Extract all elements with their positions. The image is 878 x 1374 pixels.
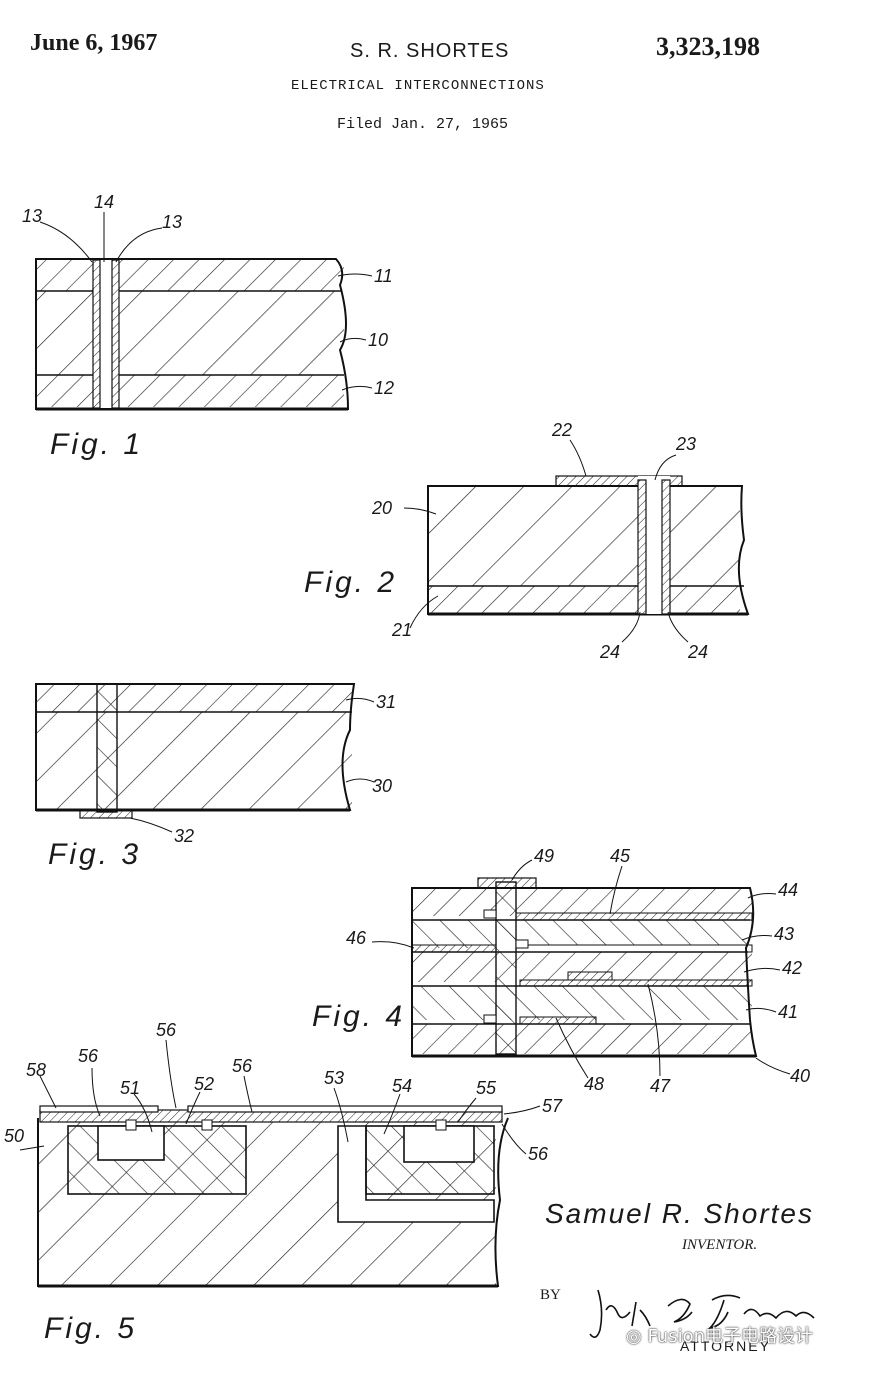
by-label: BY	[540, 1287, 561, 1303]
figure-5-drawing	[19, 1039, 541, 1288]
ref-label-46: 46	[346, 928, 367, 948]
ref-label-48: 48	[584, 1074, 605, 1094]
ref-label-40: 40	[790, 1066, 811, 1086]
filed-date: Filed Jan. 27, 1965	[337, 116, 509, 133]
ref-label-50: 50	[4, 1126, 25, 1146]
ref-label-14: 14	[94, 192, 115, 212]
ref-label-23: 23	[676, 434, 697, 454]
ref-label-56b: 56	[78, 1046, 99, 1066]
ref-label-56d: 56	[528, 1144, 549, 1164]
ref-label-42: 42	[782, 958, 803, 978]
ref-label-41: 41	[778, 1002, 799, 1022]
inventor-label: INVENTOR.	[682, 1237, 758, 1253]
figure-3-label: Fig. 3	[48, 838, 142, 871]
ref-label-24b: 24	[688, 642, 709, 662]
ref-label-10: 10	[368, 330, 389, 350]
ref-label-57: 57	[542, 1096, 563, 1116]
ref-label-49: 49	[534, 846, 555, 866]
figure-2-drawing	[403, 439, 750, 643]
wechat-icon: ◎	[626, 1326, 648, 1347]
ref-label-44: 44	[778, 880, 799, 900]
figure-4-label: Fig. 4	[312, 1000, 406, 1033]
watermark-text: Fusion电子电路设计	[647, 1326, 814, 1347]
ref-label-53: 53	[324, 1068, 345, 1088]
figure-4-drawing	[371, 859, 791, 1079]
ref-label-56c: 56	[232, 1056, 253, 1076]
attorney-signature	[589, 1289, 815, 1338]
figure-2-label: Fig. 2	[304, 566, 398, 599]
ref-label-22: 22	[552, 420, 573, 440]
patent-title: ELECTRICAL INTERCONNECTIONS	[291, 78, 545, 94]
ref-label-45: 45	[610, 846, 631, 866]
ref-label-31: 31	[376, 692, 397, 712]
figure-1-drawing	[35, 212, 373, 411]
ref-label-13b: 13	[162, 212, 183, 232]
patent-number: 3,323,198	[656, 32, 760, 61]
figure-1-label: Fig. 1	[50, 428, 144, 461]
ref-label-20: 20	[372, 498, 393, 518]
ref-label-21: 21	[392, 620, 413, 640]
inventor-header: S. R. SHORTES	[350, 40, 510, 62]
ref-label-56a: 56	[156, 1020, 177, 1040]
ref-label-43: 43	[774, 924, 795, 944]
patent-date: June 6, 1967	[30, 30, 158, 56]
inventor-signature-name: Samuel R. Shortes	[545, 1198, 814, 1229]
ref-label-54: 54	[392, 1076, 413, 1096]
ref-label-58: 58	[26, 1060, 47, 1080]
ref-label-12: 12	[374, 378, 395, 398]
ref-label-32: 32	[174, 826, 195, 846]
ref-label-52: 52	[194, 1074, 215, 1094]
ref-label-30: 30	[372, 776, 393, 796]
ref-label-51: 51	[120, 1078, 141, 1098]
watermark: ◎ Fusion电子电路设计	[626, 1322, 813, 1348]
figure-5-label: Fig. 5	[44, 1312, 138, 1345]
figure-3-drawing	[35, 683, 375, 833]
ref-label-13a: 13	[22, 206, 43, 226]
attorney-label: ATTORNEY	[680, 1338, 771, 1354]
ref-label-47: 47	[650, 1076, 671, 1096]
ref-label-11: 11	[374, 266, 393, 286]
ref-label-24a: 24	[600, 642, 621, 662]
ref-label-55: 55	[476, 1078, 497, 1098]
